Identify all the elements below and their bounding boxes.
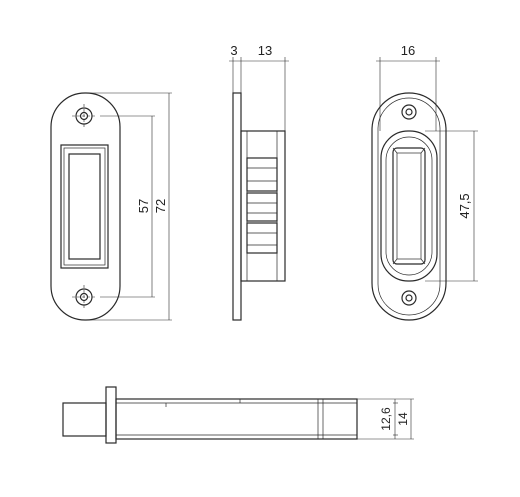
back-top-screw-hole	[401, 104, 417, 120]
dimension-3-label: 3	[230, 43, 237, 58]
side-view: 3 13	[229, 43, 289, 321]
dimension-16: 16	[376, 43, 440, 131]
front-view: 57 72	[50, 92, 172, 321]
dimension-57-label: 57	[136, 199, 151, 213]
back-bottom-screw-hole	[401, 290, 417, 306]
strike-window	[60, 144, 109, 269]
dimension-bottom: 12,6 14	[357, 398, 414, 440]
side-body	[240, 130, 286, 282]
bottom-screw-hole	[72, 285, 97, 309]
dimension-13-label: 13	[258, 43, 272, 58]
top-screw-hole	[72, 104, 97, 128]
back-plate-inner-outline	[377, 97, 441, 316]
front-faceplate	[50, 92, 121, 321]
back-view: 16 47,5	[371, 43, 478, 321]
dimension-47-5: 47,5	[425, 130, 478, 282]
dimension-57: 57	[100, 115, 155, 298]
bottom-body	[115, 398, 358, 440]
back-faceplate	[371, 92, 447, 321]
dimension-16-label: 16	[401, 43, 415, 58]
dimension-14-label: 14	[396, 412, 410, 426]
back-strike-housing	[380, 130, 438, 282]
bottom-plunger	[62, 402, 107, 437]
dimension-47-5-label: 47,5	[457, 193, 472, 218]
dimension-side-top: 3 13	[229, 43, 289, 131]
bottom-faceplate	[105, 386, 117, 444]
side-faceplate	[232, 92, 242, 321]
dimension-12-6-label: 12,6	[379, 407, 393, 431]
dimension-72: 72	[88, 92, 172, 321]
bottom-view: 12,6 14	[62, 386, 414, 444]
dimension-72-label: 72	[153, 199, 168, 213]
